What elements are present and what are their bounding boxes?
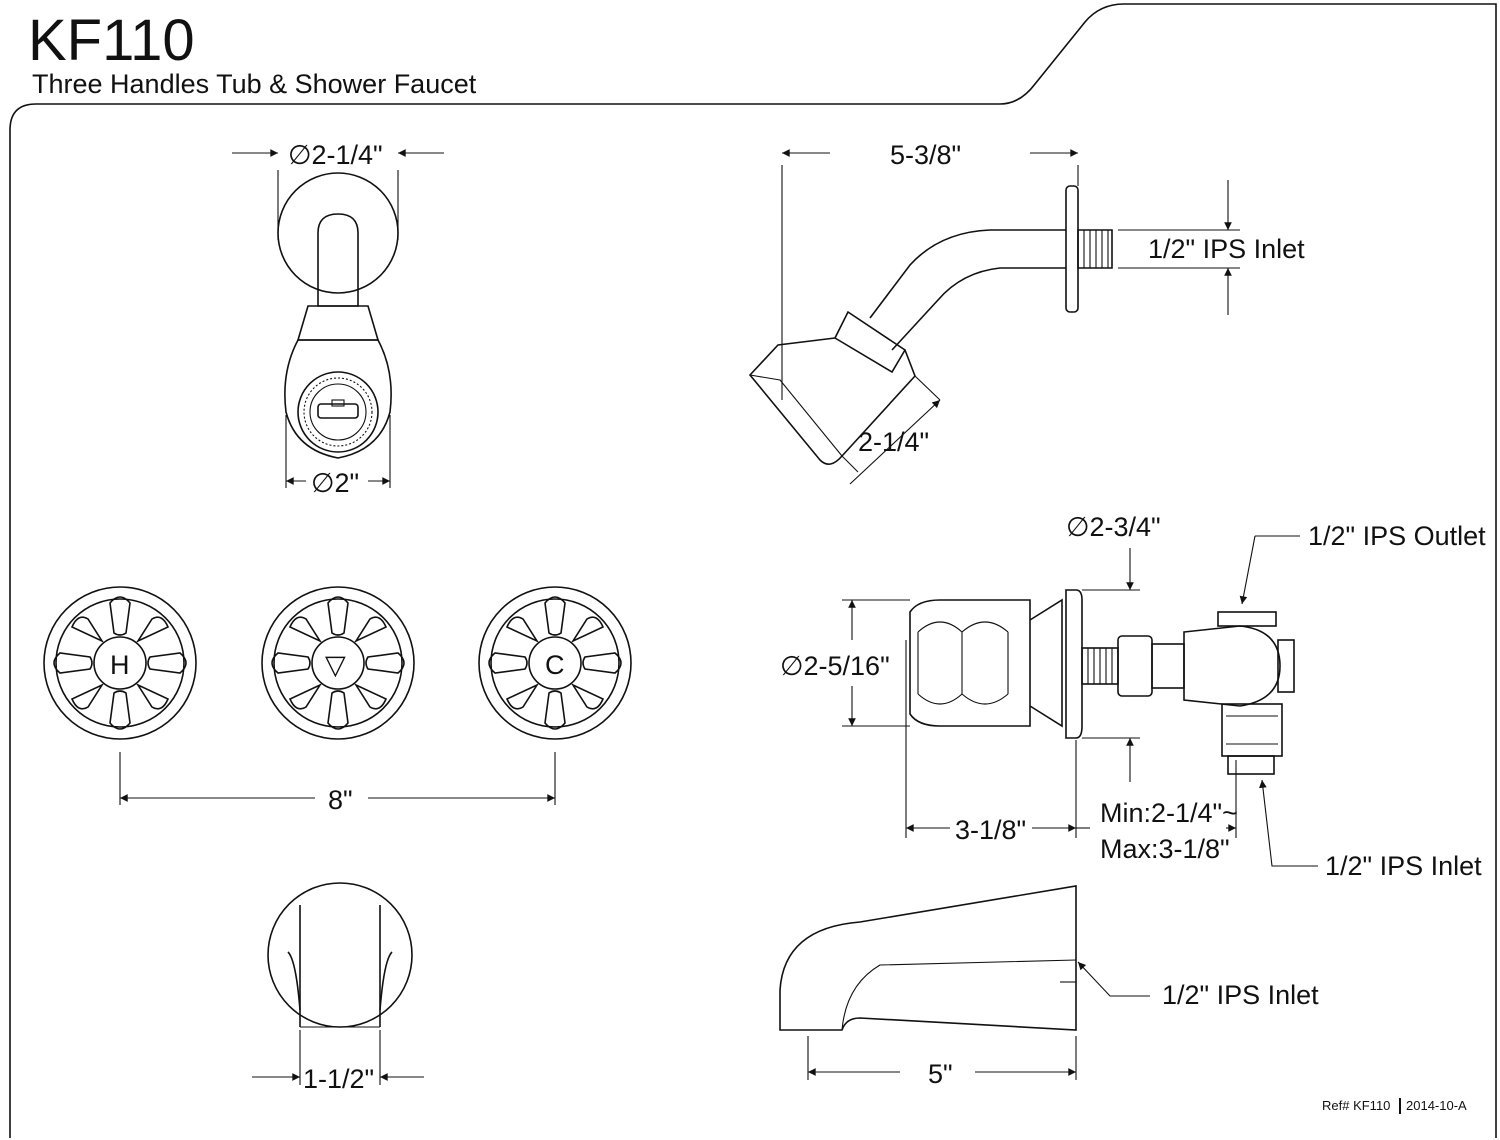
valve-outlet-label: 1/2" IPS Outlet: [1308, 521, 1486, 551]
head-diameter-label: ∅2": [311, 468, 359, 498]
diverter-handle: ▽: [261, 586, 415, 740]
handle-length-label: 3-1/8": [955, 815, 1026, 845]
diverter-handle-label: ▽: [325, 650, 346, 680]
stem-range-max-label: Max:3-1/8": [1100, 834, 1230, 864]
arm-length-label: 5-3/8": [890, 140, 961, 170]
handle-spacing-label: 8": [328, 785, 353, 815]
cold-handle-label: C: [545, 650, 565, 680]
valve-side-view: ∅2-3/4" ∅2-5/16" 1/2" IPS Outlet 3-1/8" …: [780, 512, 1486, 881]
hot-handle: H: [43, 586, 197, 740]
escutcheon-diameter-label: ∅2-3/4": [1066, 512, 1161, 542]
page-subtitle: Three Handles Tub & Shower Faucet: [32, 69, 477, 99]
spout-side-view: 1/2" IPS Inlet 5": [779, 885, 1319, 1089]
cold-handle: C: [478, 586, 632, 740]
head-length-label: 2-1/4": [858, 427, 929, 457]
hot-handle-label: H: [110, 650, 130, 680]
arm-flange-diameter-label: ∅2-1/4": [288, 140, 383, 170]
ref-revision: 2014-10-A: [1406, 1098, 1467, 1113]
spout-front-view: 1-1/2": [252, 882, 424, 1094]
stem-range-min-label: Min:2-1/4"~: [1100, 798, 1238, 828]
shower-arm-side-view: 5-3/8" 1/2" IPS Inlet 2-1/4": [748, 140, 1305, 485]
handle-diameter-label: ∅2-5/16": [780, 651, 890, 681]
handles-front-view: H ▽ C: [43, 586, 632, 815]
ref-code: Ref# KF110: [1322, 1098, 1390, 1113]
spout-inlet-label: 1/2" IPS Inlet: [1162, 980, 1319, 1010]
shower-head-front-view: ∅2-1/4" ∅2": [232, 140, 444, 498]
page-title: KF110: [28, 8, 195, 73]
valve-inlet-label: 1/2" IPS Inlet: [1325, 851, 1482, 881]
spout-length-label: 5": [928, 1059, 953, 1089]
arm-inlet-label: 1/2" IPS Inlet: [1148, 234, 1305, 264]
drawing-frame: [9, 3, 1497, 1138]
spout-width-label: 1-1/2": [303, 1064, 374, 1094]
